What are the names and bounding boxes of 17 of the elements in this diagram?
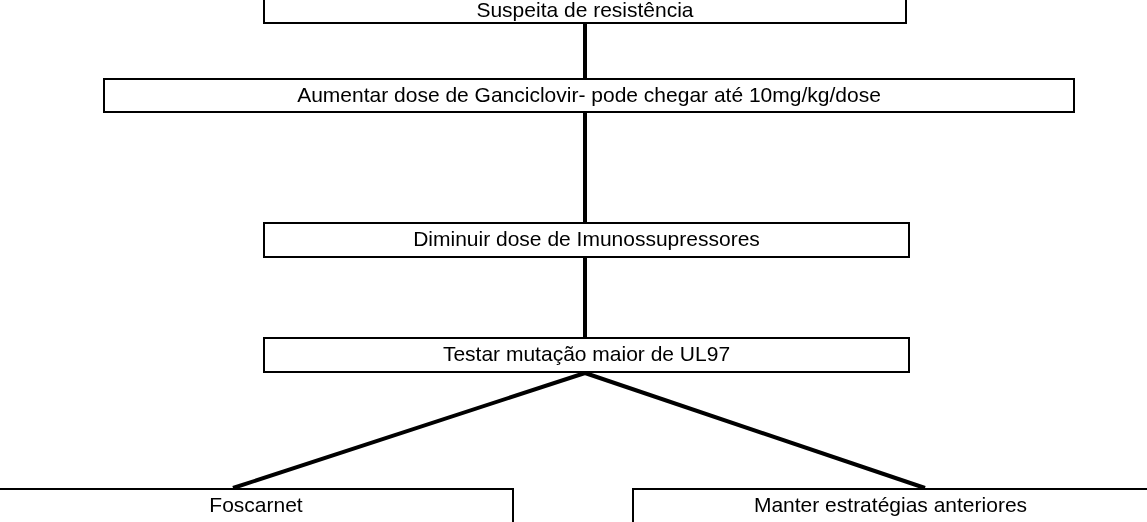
process-box [263, 222, 910, 258]
process-box [103, 78, 1075, 113]
connector-line [232, 371, 586, 490]
process-box [263, 0, 907, 24]
process-box [632, 488, 1147, 522]
process-box [263, 337, 910, 373]
box-text: Manter estratégias anteriores [753, 493, 1028, 516]
connector-line [583, 258, 587, 337]
box-text: Aumentar dose de Ganciclovir- pode chegar até 10mg/kg/dose [297, 83, 881, 106]
connector-line [584, 371, 926, 490]
box-text: Foscarnet [209, 493, 303, 516]
connector-line [583, 113, 587, 222]
box-text: Diminuir dose de Imunossupressores [413, 227, 760, 250]
process-box [0, 488, 514, 522]
box-text: Testar mutação maior de UL97 [442, 342, 731, 365]
connector-line [583, 24, 587, 78]
box-text: Suspeita de resistência [476, 0, 694, 21]
